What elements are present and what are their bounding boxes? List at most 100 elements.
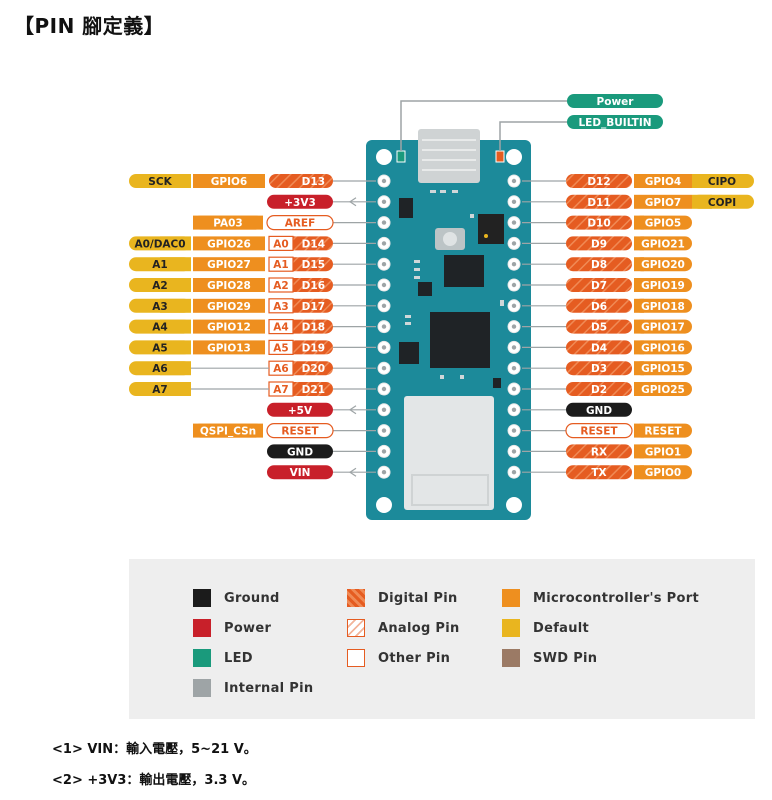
default-pill-tail [160, 361, 191, 376]
legend-label: LED [224, 650, 253, 666]
header-pin-core [511, 262, 517, 267]
digital-pin-label-pill [566, 444, 632, 459]
mcu-port-label: GPIO18 [641, 301, 685, 313]
mcu-port-cap [634, 278, 644, 292]
top-callouts: Power LED_BUILTIN [400, 94, 663, 151]
mcu-port-pill [634, 361, 692, 376]
digital-pin-label: D9 [591, 238, 607, 250]
digital-pin-label-pill [566, 174, 632, 188]
ground-pin-label: GND [287, 446, 313, 458]
header-pin-core [381, 386, 387, 392]
legend-label: Power [224, 620, 272, 636]
header-pin-core [511, 324, 517, 329]
legend-label: Default [533, 620, 590, 636]
default-pill-tail [160, 382, 191, 396]
reset-button-cap [443, 232, 457, 246]
analog-pin-pill [268, 298, 294, 314]
header-pin-core [511, 178, 517, 184]
digital-pin-label: D3 [591, 363, 607, 375]
header-pin-core [381, 470, 387, 475]
header-pin-core [381, 407, 387, 412]
other-pin-label-pill [266, 215, 334, 231]
analog-pin-pill [268, 235, 294, 251]
legend-item-led: LED [193, 649, 253, 667]
header-pin-core [511, 449, 517, 454]
mcu-port-pill [193, 298, 265, 313]
digital-pin-label: D16 [302, 280, 325, 292]
digital-pin-label-pill [566, 361, 632, 376]
mcu-port-pill [193, 257, 265, 272]
legend-item-ground: Ground [193, 589, 280, 607]
mcu-port-pill [634, 194, 692, 209]
mcu-port-cap [634, 465, 644, 480]
other-pin-label: RESET [580, 426, 618, 438]
header-pin-core [381, 178, 387, 184]
other-swatch [347, 649, 365, 667]
analog-pin-pill [268, 277, 294, 293]
header-pin-core [511, 303, 517, 308]
ground-swatch [193, 589, 211, 607]
digital-pin-label-pill [566, 215, 632, 230]
pinout-diagram: Power LED_BUILTIN D13GPIO6SCK+3V3AREFPA0… [129, 94, 754, 520]
mcu-port-cap [634, 361, 644, 376]
mcu-port-cap [634, 444, 644, 459]
digital-pin-label: D14 [302, 238, 325, 250]
power-swatch [193, 619, 211, 637]
header-pin-core [511, 470, 517, 475]
legend-label: Internal Pin [224, 680, 314, 696]
header-pin-core [381, 324, 387, 329]
arrow-icon [348, 405, 357, 415]
led-builtin-label: LED_BUILTIN [578, 117, 651, 129]
led-swatch [193, 649, 211, 667]
page-title: 【PIN 腳定義】 [14, 14, 165, 38]
analog-pin-pill [268, 339, 294, 355]
default-label: A6 [152, 363, 167, 375]
chip-marker [484, 234, 488, 238]
digital-pin-label-pill [269, 174, 333, 188]
digital-pin-label-pill [566, 257, 632, 272]
default-swatch [502, 619, 520, 637]
power-pin-label-pill [267, 402, 333, 417]
mcu-port-label: GPIO15 [641, 363, 685, 375]
mcu-port-pill [634, 382, 692, 396]
digital-pin-label-pill [566, 319, 632, 334]
digital-pin-label-pill [566, 382, 632, 396]
usb-connector [418, 129, 480, 183]
digital-pin-label: D10 [587, 218, 610, 230]
digital-pin-label: D18 [302, 322, 325, 334]
default-label: A4 [152, 322, 167, 334]
power-label: Power [597, 96, 635, 108]
default-pill-tail [692, 174, 712, 188]
digital-pin-label: D21 [302, 384, 325, 396]
legend-label: Microcontroller's Port [533, 590, 699, 606]
default-pill-tail [160, 257, 191, 272]
mcu-port-cap [634, 257, 644, 272]
mcu-port-pill [634, 423, 692, 438]
header-pin-core [511, 428, 517, 433]
digital-pin-label: D6 [591, 301, 607, 313]
power-led-leader [400, 100, 567, 151]
power-pin-label-pill [267, 194, 333, 209]
default-pill-tail [160, 340, 191, 355]
note-vin: <1> VIN：輸入電壓，5~21 V。 [52, 742, 257, 757]
digital-pin-label: D2 [591, 384, 607, 396]
power-led [396, 150, 406, 163]
swd-swatch [502, 649, 520, 667]
mcu-port-label: GPIO27 [207, 259, 251, 271]
chip [399, 198, 413, 218]
mcu-port-label: RESET [644, 426, 682, 438]
mcu-port-cap [634, 215, 644, 230]
legend-item-swd: SWD Pin [502, 649, 597, 667]
legend-item-other: Other Pin [347, 649, 450, 667]
legend-label: Ground [224, 590, 280, 606]
digital-pin-label: D8 [591, 259, 607, 271]
header-pin-core [381, 428, 387, 433]
chip [418, 282, 432, 296]
mount-hole [506, 497, 522, 513]
digital-pin-label: D20 [302, 363, 325, 375]
header-pin-core [511, 282, 517, 288]
default-pill-tail [160, 174, 191, 188]
mcu-port-cap [634, 382, 644, 396]
header-pin-core [381, 282, 387, 288]
